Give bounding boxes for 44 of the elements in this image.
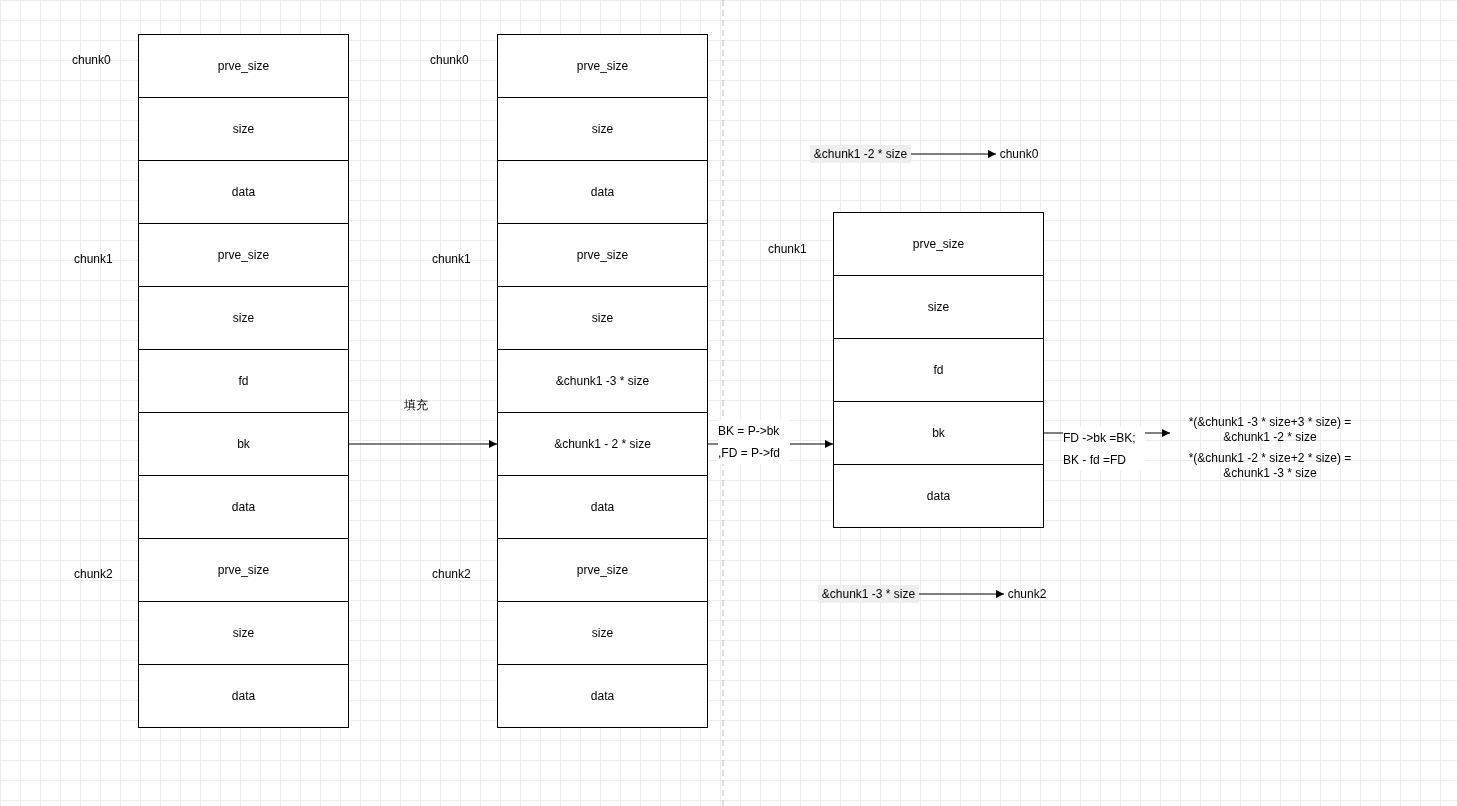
chunk-label: chunk1 [74,251,113,268]
memory-cell: data [138,475,349,539]
memory-cell: data [138,160,349,224]
memory-cell: prve_size [138,223,349,287]
memory-cell: prve_size [497,538,708,602]
memory-cell: bk [833,401,1044,465]
memory-cell: size [497,97,708,161]
memory-cell: data [497,664,708,728]
chunk-label: chunk0 [430,52,469,69]
memory-cell: &chunk1 - 2 * size [497,412,708,476]
chunk-label: chunk0 [72,52,111,69]
memory-cell: size [497,286,708,350]
chunk-label: chunk2 [432,566,471,583]
memory-cell: data [833,464,1044,528]
memory-cell: data [497,475,708,539]
annotation-text: 填充 [404,396,428,414]
chunk-label: chunk2 [74,566,113,583]
chunk-label: chunk0 [996,145,1042,163]
formula-text: *(&chunk1 -2 * size+2 * size) = &chunk1 -3 * size [1187,451,1353,481]
formula-text: *(&chunk1 -3 * size+3 * size) = &chunk1 -2 * size [1187,415,1353,445]
memory-cell: prve_size [497,223,708,287]
memory-cell: prve_size [497,34,708,98]
memory-cell: data [138,664,349,728]
memory-cell: &chunk1 -3 * size [497,349,708,413]
edge-label: BK = P->bk ,FD = P->fd [718,420,790,464]
memory-cell: size [138,601,349,665]
arrow [347,440,498,448]
memory-cell: size [497,601,708,665]
highlighted-expression: &chunk1 -2 * size [810,145,911,163]
memory-cell: data [497,160,708,224]
memory-cell: size [833,275,1044,339]
memory-cell: fd [138,349,349,413]
highlighted-expression: &chunk1 -3 * size [818,585,919,603]
chunk-label: chunk1 [768,241,807,258]
memory-cell: size [138,286,349,350]
memory-cell: prve_size [138,34,349,98]
chunk-label: chunk1 [432,251,471,268]
chunk-label: chunk2 [1004,585,1050,603]
edge-label: FD ->bk =BK; BK - fd =FD [1063,427,1145,471]
memory-cell: prve_size [833,212,1044,276]
memory-cell: prve_size [138,538,349,602]
memory-cell: fd [833,338,1044,402]
memory-cell: bk [138,412,349,476]
memory-cell: size [138,97,349,161]
